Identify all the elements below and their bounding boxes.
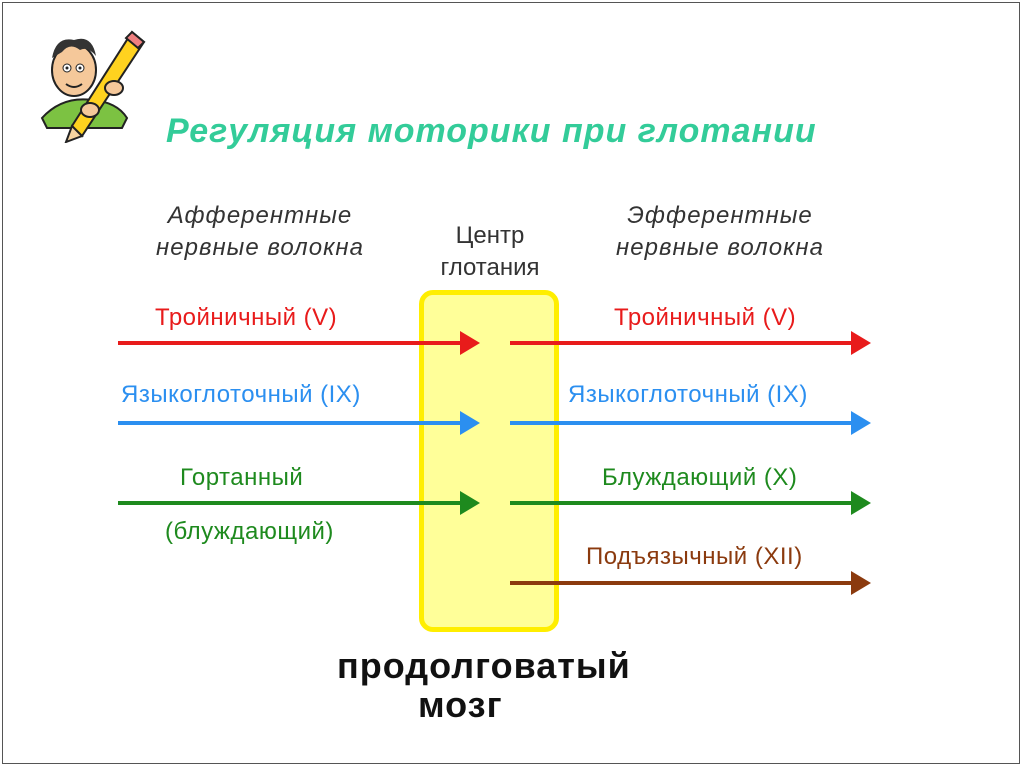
efferent-label-hypoglossal: Подъязычный (XII) bbox=[586, 543, 803, 571]
efferent-arrow-vagus bbox=[510, 491, 871, 515]
efferent-arrow-hypoglossal bbox=[510, 571, 871, 595]
afferent-label-laryngeal-vagus: (блуждающий) bbox=[165, 518, 334, 546]
efferent-arrow-trigeminal bbox=[510, 331, 871, 355]
efferent-arrow-glossopharyngeal bbox=[510, 411, 871, 435]
afferent-arrow-trigeminal bbox=[118, 331, 480, 355]
medulla-label-line2: мозг bbox=[418, 684, 503, 726]
medulla-label-line1: продолговатый bbox=[337, 645, 631, 687]
afferent-arrow-laryngeal bbox=[118, 491, 480, 515]
efferent-label-glossopharyngeal: Языкоглоточный (IX) bbox=[568, 381, 808, 409]
afferent-label-trigeminal: Тройничный (V) bbox=[155, 304, 337, 332]
afferent-label-laryngeal: Гортанный bbox=[180, 464, 303, 492]
efferent-label-trigeminal: Тройничный (V) bbox=[614, 304, 796, 332]
afferent-label-glossopharyngeal: Языкоглоточный (IX) bbox=[121, 381, 361, 409]
afferent-arrow-glossopharyngeal bbox=[118, 411, 480, 435]
efferent-label-vagus: Блуждающий (X) bbox=[602, 464, 797, 492]
